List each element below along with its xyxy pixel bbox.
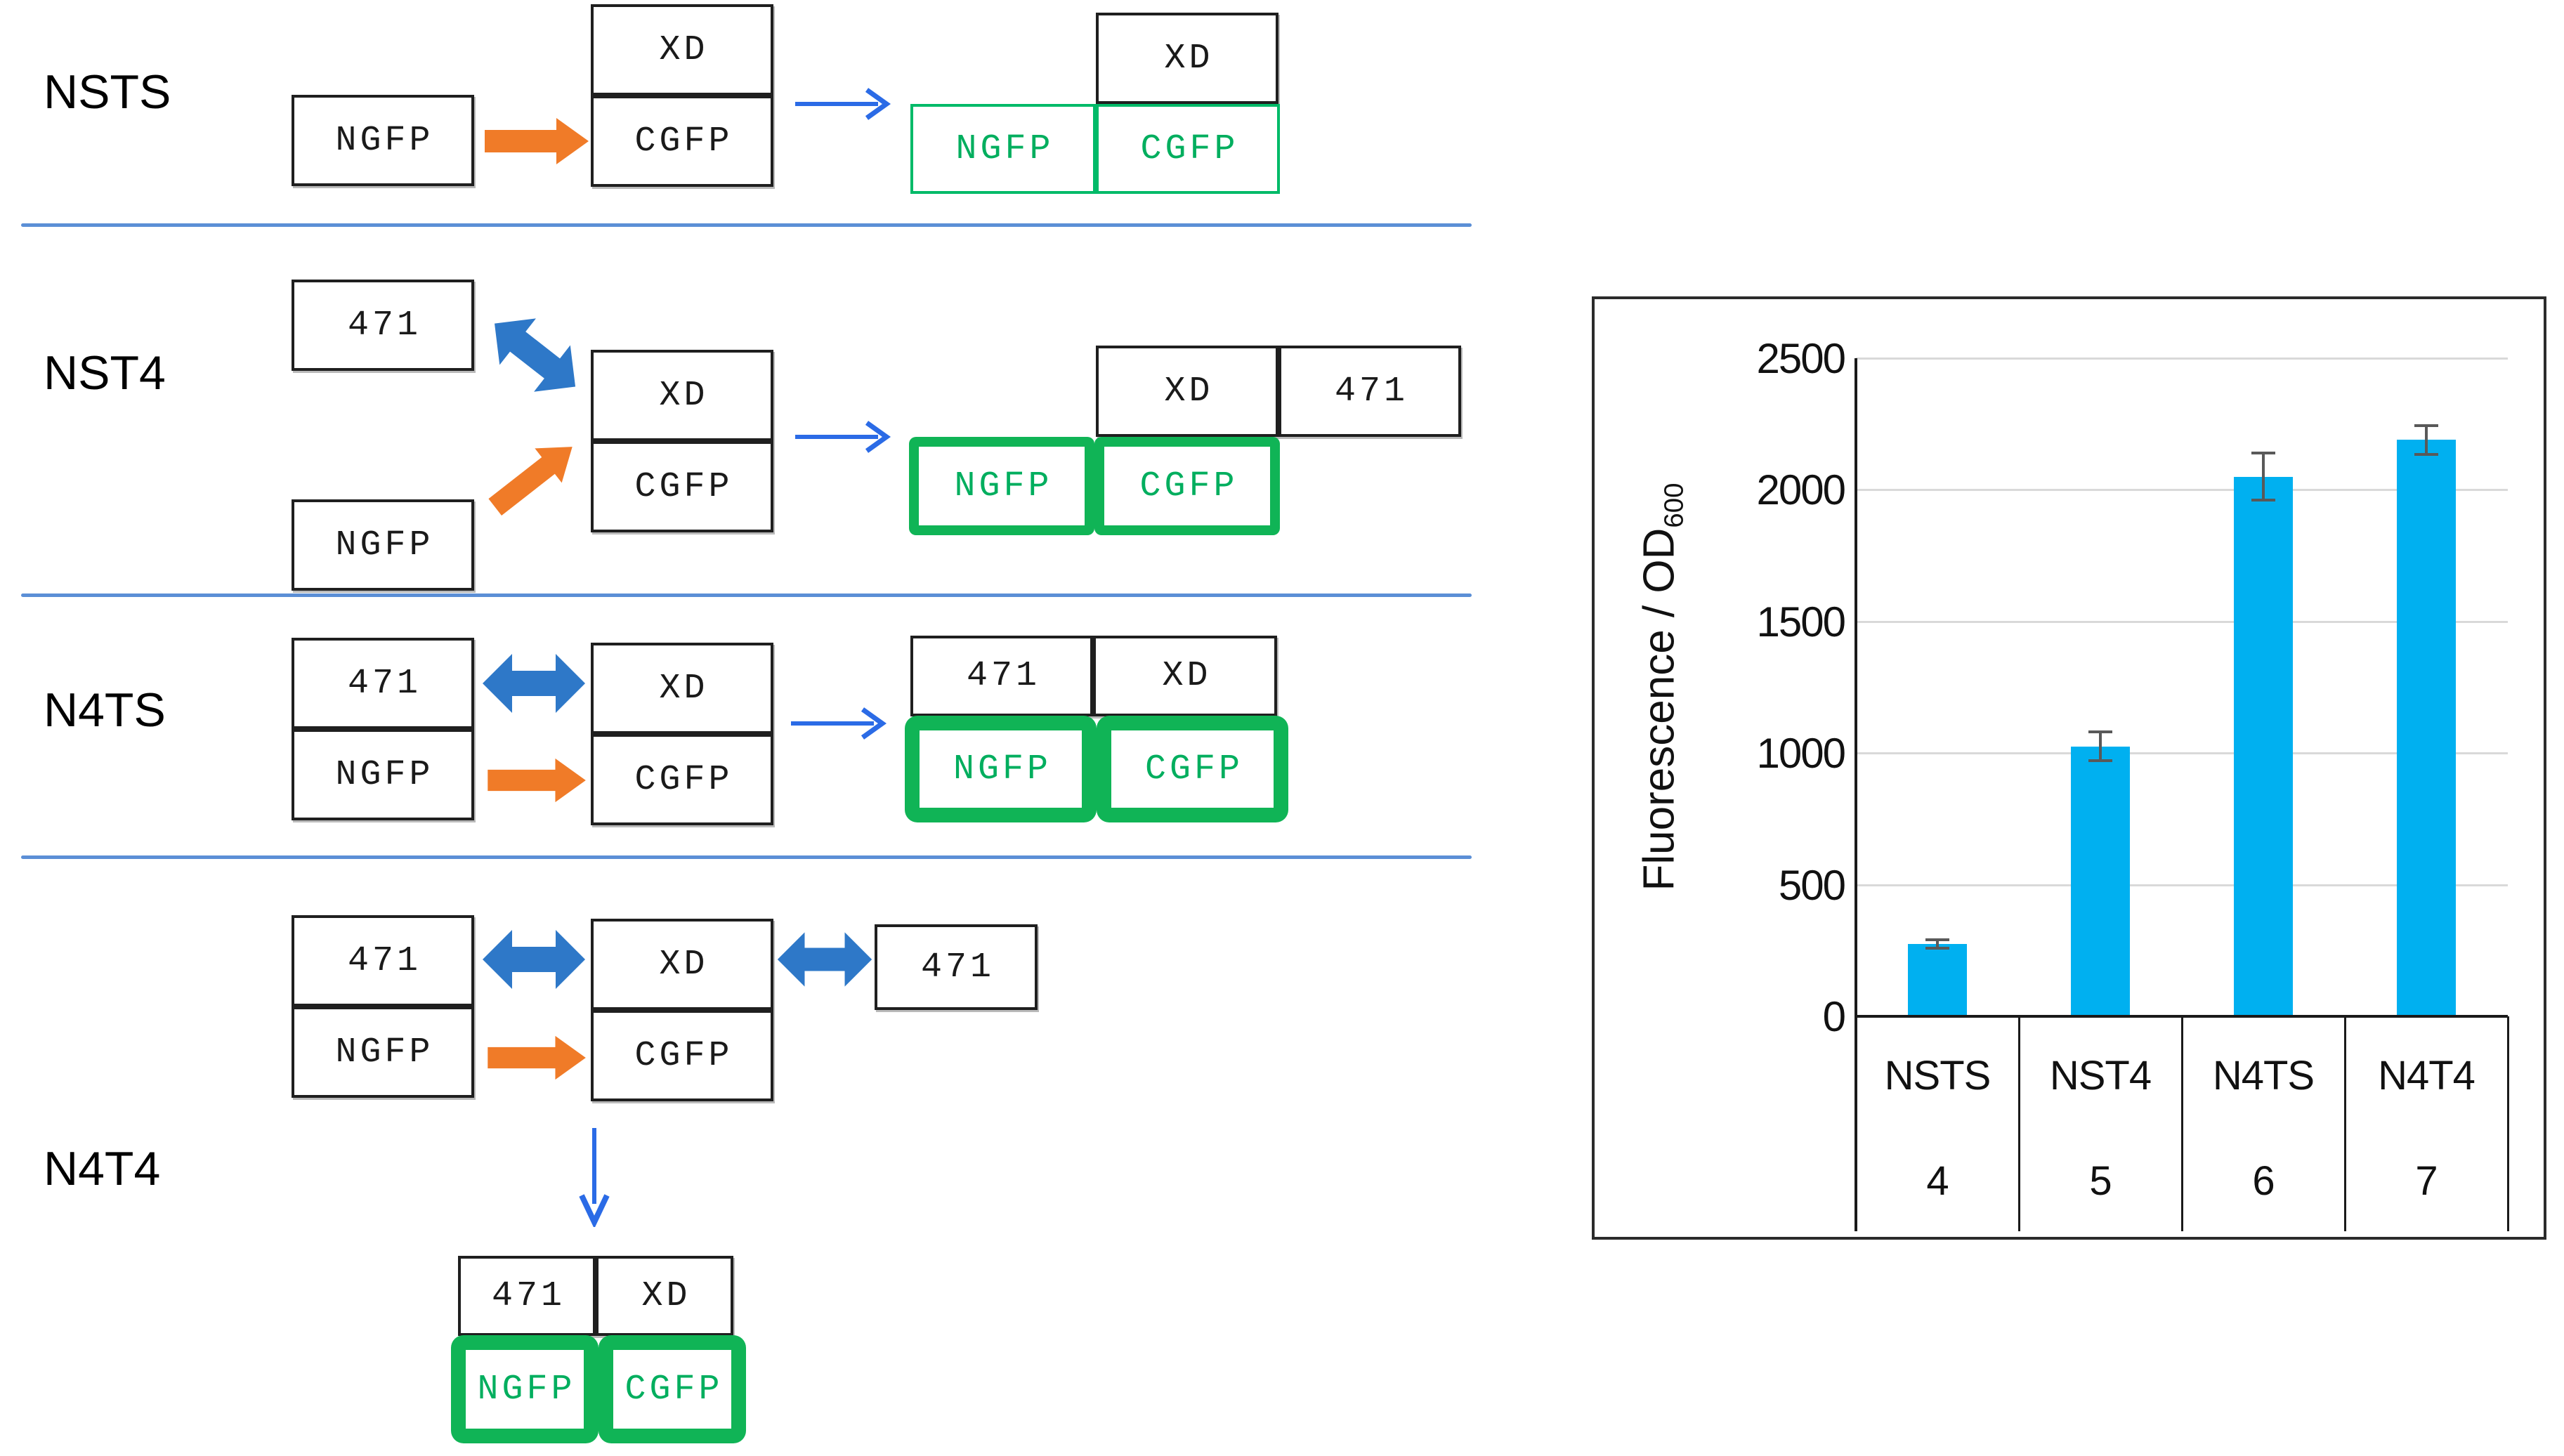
error-bar-cap — [2414, 424, 2438, 427]
result-box-cgfp: CGFP — [1096, 104, 1280, 194]
lane-number: 7 — [2415, 1158, 2438, 1204]
interaction-double-arrow-icon — [480, 650, 587, 721]
construct-box-xd: XD — [591, 919, 773, 1010]
error-bar-cap — [2088, 759, 2112, 763]
orange-fusion-arrow-icon — [476, 424, 595, 532]
gridline — [1856, 489, 2508, 492]
lane-number: 6 — [2252, 1158, 2275, 1204]
construct-box-ngfp: NGFP — [292, 499, 474, 591]
y-tick-label: 500 — [1778, 861, 1846, 909]
bar — [2397, 440, 2456, 1016]
error-bar-cap — [2414, 452, 2438, 456]
y-tick-label: 2500 — [1756, 335, 1846, 382]
result-box-xd: XD — [1093, 636, 1277, 716]
orange-fusion-arrow-icon — [485, 1035, 590, 1084]
construct-box-cgfp: CGFP — [591, 734, 773, 825]
row-separator — [21, 855, 1472, 859]
result-box-471: 471 — [458, 1256, 596, 1336]
result-box-471: 471 — [910, 636, 1093, 716]
error-bar-cap — [2088, 730, 2112, 734]
category-label: N4T4 — [2378, 1053, 2475, 1098]
down-result-arrow-icon — [576, 1125, 613, 1231]
bar — [1908, 943, 1967, 1016]
fluorescence-bar-chart: Fluorescence / OD600 0 500 1000 1500 2000 250… — [1592, 296, 2546, 1240]
category-divider — [2343, 1016, 2346, 1231]
gridline — [1856, 884, 2508, 886]
construct-box-471: 471 — [875, 924, 1038, 1010]
error-bar-cap — [1925, 946, 1949, 950]
construct-box-cgfp: CGFP — [591, 96, 773, 187]
result-box-ngfp: NGFP — [905, 716, 1097, 822]
row-label-n4ts: N4TS — [44, 683, 166, 737]
row-label-nsts: NSTS — [44, 65, 171, 119]
row-label-n4t4: N4T4 — [44, 1142, 161, 1195]
construct-box-ngfp: NGFP — [292, 1006, 474, 1098]
error-bar — [2425, 425, 2428, 454]
category-divider — [2506, 1016, 2509, 1231]
result-box-xd: XD — [596, 1256, 733, 1336]
construct-box-xd: XD — [591, 350, 773, 441]
interaction-double-arrow-icon — [776, 926, 873, 997]
error-bar — [2099, 732, 2102, 761]
result-arrow-icon — [792, 83, 898, 129]
result-box-xd: XD — [1096, 13, 1278, 104]
category-label: NST4 — [2049, 1053, 2152, 1098]
result-arrow-icon — [792, 416, 898, 461]
construct-box-cgfp: CGFP — [591, 441, 773, 532]
construct-box-ngfp: NGFP — [292, 95, 474, 186]
bar — [2234, 476, 2293, 1016]
orange-fusion-arrow-icon — [485, 757, 590, 807]
construct-box-cgfp: CGFP — [591, 1010, 773, 1101]
result-box-ngfp: NGFP — [451, 1335, 599, 1443]
y-tick-label: 1500 — [1756, 598, 1846, 645]
y-axis-title: Fluorescence / OD600 — [1635, 483, 1689, 891]
error-bar-cap — [2251, 499, 2275, 502]
gridline — [1856, 620, 2508, 623]
construct-box-xd: XD — [591, 643, 773, 734]
error-bar — [2262, 452, 2265, 501]
result-box-cgfp: CGFP — [599, 1335, 746, 1443]
result-box-ngfp: NGFP — [910, 104, 1096, 194]
y-tick-label: 1000 — [1756, 730, 1846, 778]
construct-box-471: 471 — [292, 915, 474, 1006]
interaction-double-arrow-icon — [480, 926, 587, 997]
row-separator — [21, 593, 1472, 597]
y-tick-label: 2000 — [1756, 466, 1846, 514]
category-divider — [2180, 1016, 2183, 1231]
error-bar — [1936, 940, 1939, 948]
construct-box-471: 471 — [292, 638, 474, 729]
error-bar-cap — [2251, 451, 2275, 454]
lane-number: 4 — [1926, 1158, 1949, 1204]
y-tick-label: 0 — [1822, 993, 1846, 1040]
result-box-ngfp: NGFP — [909, 437, 1094, 535]
result-arrow-icon — [788, 702, 894, 748]
interaction-double-arrow-icon — [457, 285, 611, 428]
construct-box-xd: XD — [591, 4, 773, 96]
construct-box-471: 471 — [292, 280, 474, 371]
result-box-cgfp: CGFP — [1094, 437, 1280, 535]
category-divider — [2017, 1016, 2020, 1231]
construct-box-ngfp: NGFP — [292, 729, 474, 820]
error-bar-cap — [1925, 938, 1949, 942]
category-label: NSTS — [1884, 1053, 1991, 1098]
row-separator — [21, 223, 1472, 227]
y-axis-line — [1855, 358, 1857, 1231]
lane-number: 5 — [2089, 1158, 2112, 1204]
orange-fusion-arrow-icon — [485, 117, 590, 169]
result-box-cgfp: CGFP — [1097, 716, 1288, 822]
row-label-nst4: NST4 — [44, 346, 166, 400]
gridline — [1856, 358, 2508, 360]
bar — [2071, 746, 2130, 1016]
gridline — [1856, 752, 2508, 755]
result-box-xd: XD — [1096, 346, 1278, 437]
category-label: N4TS — [2212, 1053, 2315, 1098]
result-box-471: 471 — [1278, 346, 1461, 437]
